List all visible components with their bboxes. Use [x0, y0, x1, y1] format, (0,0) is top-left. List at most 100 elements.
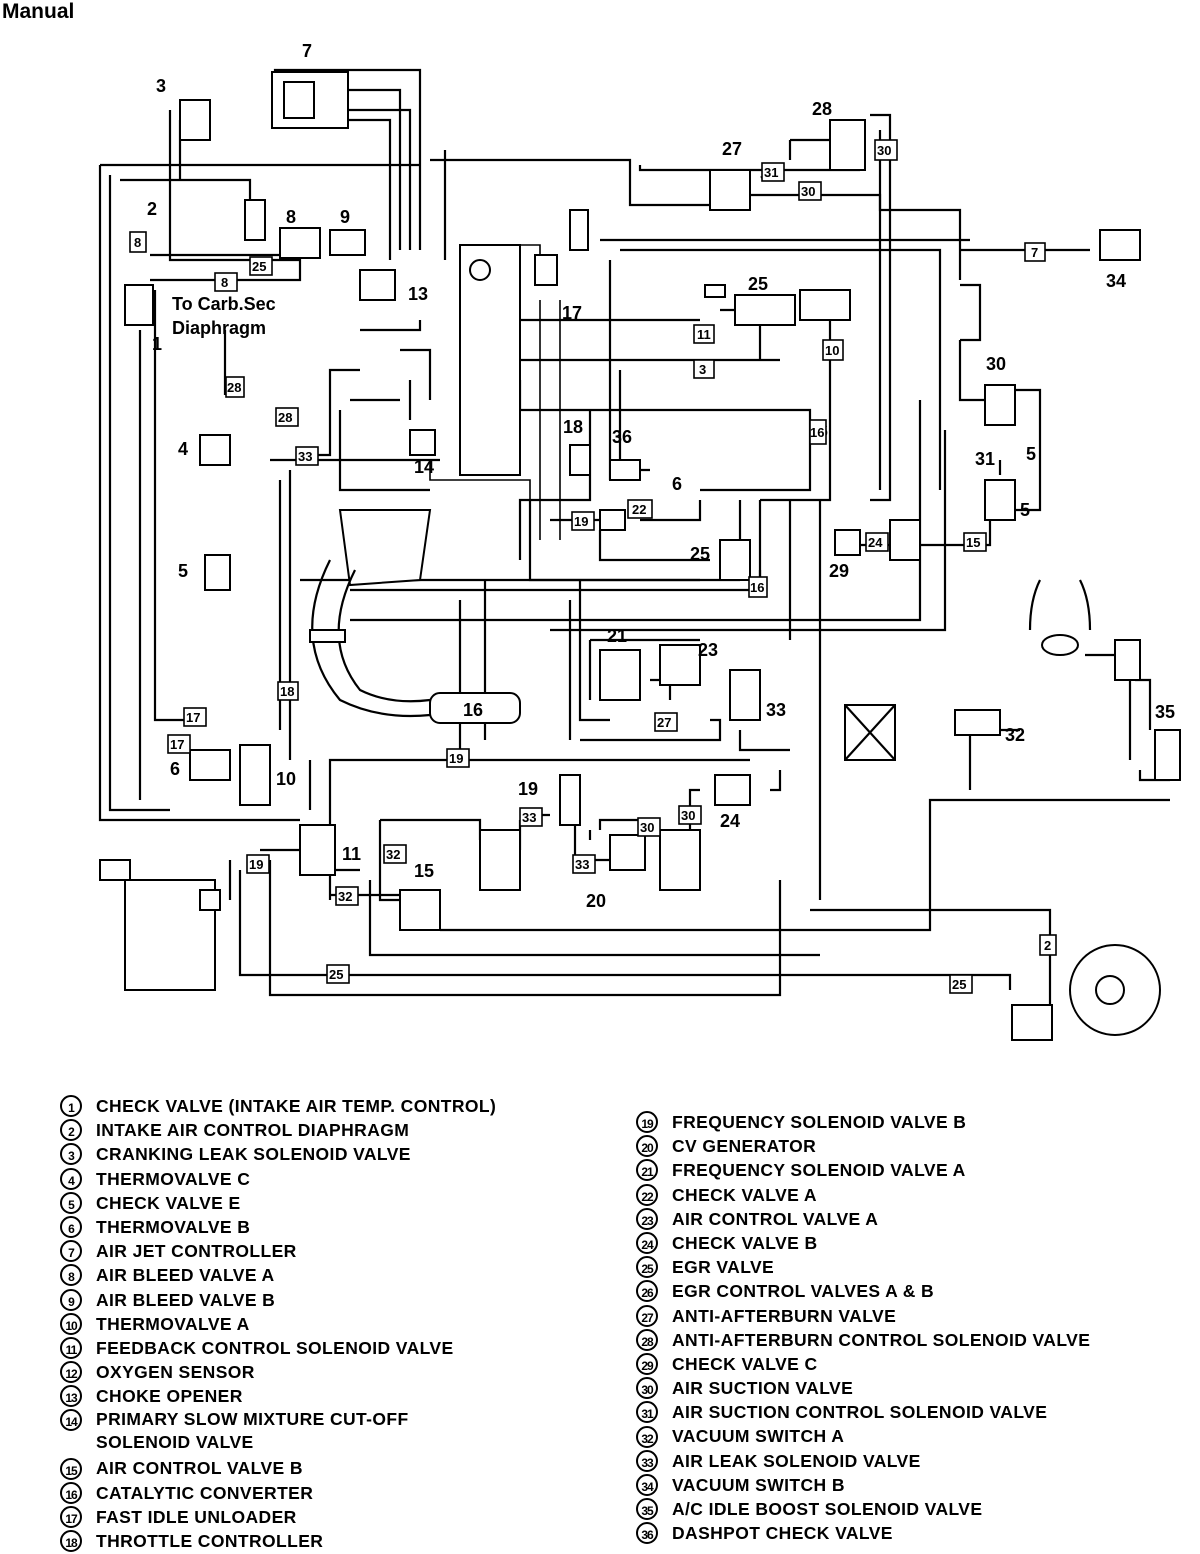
exhaust-pipe-outer: [311, 559, 431, 718]
throttle-controller-body: [569, 444, 591, 476]
legend-text: AIR CONTROL VALVE A: [672, 1208, 879, 1229]
legend-text: CV GENERATOR: [672, 1136, 817, 1157]
legend-text: CRANKING LEAK SOLENOID VALVE: [96, 1144, 411, 1165]
svg-text:18: 18: [280, 684, 294, 699]
svg-text:15: 15: [966, 535, 980, 550]
hose-tag: 3: [693, 359, 715, 379]
label-3: 3: [156, 76, 166, 96]
svg-text:11: 11: [697, 327, 711, 342]
ac-idle-boost-connector: [1114, 639, 1141, 681]
legend-number: 19: [636, 1111, 658, 1134]
check-valve-a-body: [599, 509, 626, 531]
svg-text:19: 19: [449, 751, 463, 766]
legend-number: 27: [636, 1304, 658, 1327]
svg-text:28: 28: [278, 410, 292, 425]
legend-number: 17: [60, 1505, 82, 1528]
legend-text: CHECK VALVE C: [672, 1353, 818, 1374]
legend-number: 13: [60, 1385, 82, 1408]
label-21: 21: [607, 626, 627, 646]
label-24: 24: [720, 811, 740, 831]
label-4: 4: [178, 439, 188, 459]
legend-number: 23: [636, 1207, 658, 1230]
cranking-leak-valve-body: [179, 99, 211, 141]
hose-tag: 7: [1024, 242, 1046, 262]
legend-number: 30: [636, 1377, 658, 1400]
hose-tag: 33: [572, 854, 596, 874]
legend-number: 2: [60, 1119, 82, 1142]
legend-text: CHECK VALVE A: [672, 1184, 817, 1205]
check-valve-1-body: [124, 284, 154, 326]
legend-item: 16 CATALYTIC CONVERTER: [60, 1481, 600, 1505]
note-line-1: To Carb.Sec: [172, 294, 276, 314]
egr-valve-upper-body: [734, 294, 796, 326]
hose-tag: 30: [678, 805, 702, 825]
legend-text: AIR JET CONTROLLER: [96, 1241, 297, 1262]
hose-tag: 17: [183, 707, 207, 727]
svg-text:19: 19: [574, 514, 588, 529]
label-5: 5: [178, 561, 188, 581]
legend-number: 15: [60, 1457, 82, 1480]
label-11: 11: [342, 844, 361, 864]
legend-number: 22: [636, 1183, 658, 1206]
hose-tag: 19: [446, 748, 470, 768]
label-20: 20: [586, 891, 606, 911]
legend-number: 1: [60, 1095, 82, 1118]
legend-number: 31: [636, 1401, 658, 1424]
reservoir-1: [479, 829, 521, 891]
cv-generator-body: [609, 834, 646, 871]
label-19: 19: [518, 779, 538, 799]
svg-text:33: 33: [575, 857, 589, 872]
legend-number: 26: [636, 1280, 658, 1303]
anti-afterburn-valve-body: [709, 169, 751, 211]
hose-tag: 28: [275, 407, 299, 427]
hose-tag: 18: [277, 681, 299, 701]
anti-afterburn-solenoid-body: [829, 119, 866, 171]
legend-number: 16: [60, 1481, 82, 1504]
reservoir-2: [659, 829, 701, 891]
legend-number: 34: [636, 1473, 658, 1496]
check-valve-e-body: [204, 554, 231, 591]
fast-idle-unloader-rod: [569, 209, 589, 251]
thermovalve-b-body: [189, 749, 231, 781]
legend-text: CHOKE OPENER: [96, 1386, 243, 1407]
check-valve-b-body: [714, 774, 751, 806]
svg-text:8: 8: [134, 235, 141, 250]
thermovalve-a-body: [239, 744, 271, 806]
air-suction-valve-body: [984, 384, 1016, 426]
svg-text:28: 28: [227, 380, 241, 395]
exhaust-pipe-inner: [337, 569, 431, 703]
air-bleed-a-body: [244, 199, 266, 241]
legend-text: ANTI-AFTERBURN VALVE: [672, 1305, 897, 1326]
legend-text: CATALYTIC CONVERTER: [96, 1482, 314, 1503]
legend-text: CHECK VALVE (INTAKE AIR TEMP. CONTROL): [96, 1096, 497, 1116]
hose-tag: 32: [335, 886, 359, 906]
choke-opener-body: [359, 269, 396, 301]
legend-text: AIR BLEED VALVE B: [96, 1289, 276, 1310]
check-valve-c-chamber: [889, 519, 921, 561]
legend-text: THERMOVALVE C: [96, 1168, 251, 1189]
svg-text:22: 22: [632, 502, 646, 517]
hose-tag: 19: [571, 511, 595, 531]
hose-tag: 2: [1039, 934, 1057, 956]
label-6: 6: [170, 759, 180, 779]
choke-circle: [469, 259, 491, 281]
hose-tags: 8 8 25 28 28 33 18 17 17 19 19 32 32 25 …: [129, 139, 1057, 994]
svg-text:30: 30: [681, 808, 695, 823]
svg-text:30: 30: [801, 184, 815, 199]
legend-text: FEEDBACK CONTROL SOLENOID VALVE: [96, 1337, 454, 1358]
legend-number: 4: [60, 1167, 82, 1190]
